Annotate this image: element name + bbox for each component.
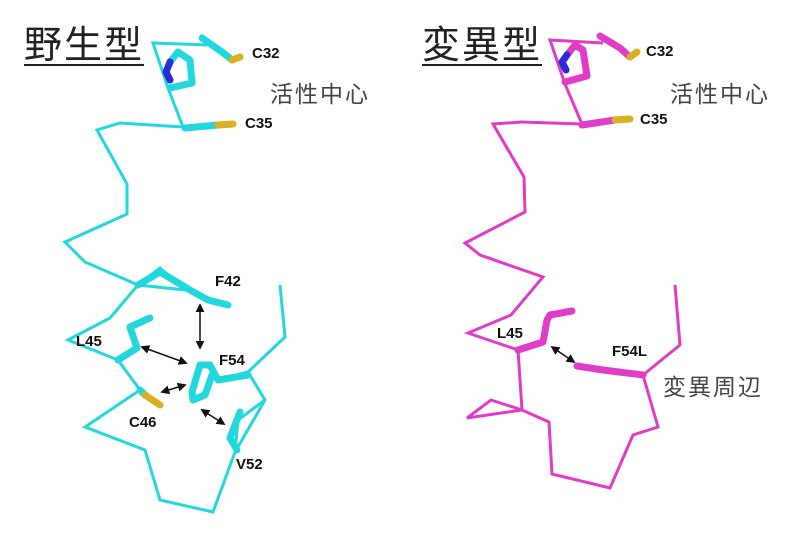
f54-v52-arrow <box>200 409 226 425</box>
l45-sidechain <box>114 314 154 364</box>
proline-ring <box>561 41 591 86</box>
active-site-label-mutant: 活性中心 <box>670 82 770 108</box>
label-l45: L45 <box>76 333 102 350</box>
active-site-label: 活性中心 <box>270 82 370 108</box>
label-c35-mutant: C35 <box>640 111 668 128</box>
label-l45-mutant: L45 <box>497 325 523 342</box>
label-v52: V52 <box>236 456 263 473</box>
mutation-area-label: 変異周辺 <box>663 375 763 401</box>
label-c32: C32 <box>252 45 280 62</box>
c35-sidechain <box>578 116 619 129</box>
label-c35: C35 <box>245 115 273 132</box>
proline-ring <box>166 48 196 92</box>
wild-type-title: 野生型 <box>24 23 145 67</box>
label-f42: F42 <box>215 273 241 290</box>
f42-sidechain <box>134 268 232 309</box>
label-c46: C46 <box>129 414 157 431</box>
label-f54l: F54L <box>612 343 648 360</box>
mutant-title: 変異型 <box>422 23 543 67</box>
f54l-sidechain <box>573 362 647 379</box>
mutant-backbone <box>462 38 682 490</box>
f54-sidechain <box>188 361 252 404</box>
c32-sidechain <box>596 32 634 61</box>
wild-type-structure <box>62 34 287 514</box>
v52-sidechain <box>226 408 244 454</box>
c46-f54-arrow <box>160 382 187 395</box>
c32-sidechain <box>198 34 236 64</box>
mutant-structure <box>462 32 682 490</box>
l45-f54-arrow <box>140 345 188 365</box>
l45-sidechain <box>514 307 576 354</box>
label-f54: F54 <box>219 352 245 369</box>
l45-f54l-arrow <box>550 345 576 364</box>
c35-sidechain <box>181 121 222 132</box>
label-c32-mutant: C32 <box>646 43 674 60</box>
